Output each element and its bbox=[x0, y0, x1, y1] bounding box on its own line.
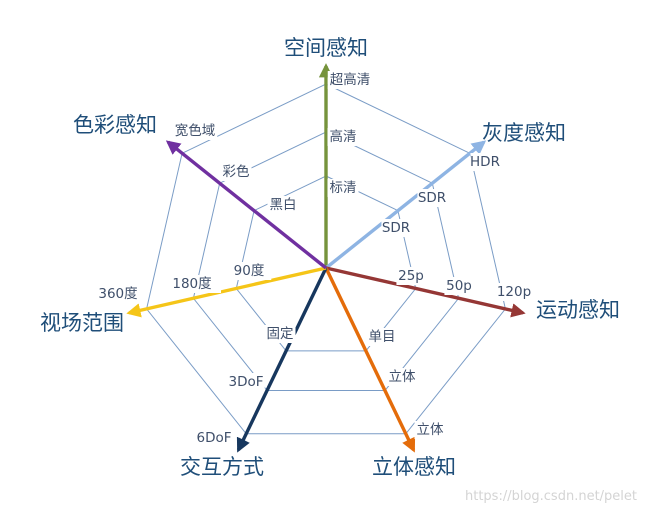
axis-0-tick-1: 标清 bbox=[327, 179, 359, 197]
watermark: https://blog.csdn.net/pelet bbox=[465, 489, 637, 504]
axis-1-title: 灰度感知 bbox=[482, 121, 566, 145]
svg-text:固定: 固定 bbox=[267, 326, 294, 342]
axis-2-arrow bbox=[325, 266, 526, 318]
svg-text:高清: 高清 bbox=[330, 128, 357, 145]
svg-text:25p: 25p bbox=[398, 268, 424, 284]
svg-text:单目: 单目 bbox=[369, 329, 396, 345]
svg-text:标清: 标清 bbox=[330, 180, 357, 196]
axis-1-tick-3: HDR bbox=[470, 153, 500, 171]
axis-6-title: 色彩感知 bbox=[73, 113, 157, 137]
svg-text:立体: 立体 bbox=[389, 369, 416, 385]
svg-text:120p: 120p bbox=[497, 284, 531, 300]
axis-6-tick-3: 宽色域 bbox=[172, 122, 218, 140]
axis-3-arrow bbox=[324, 267, 416, 453]
svg-text:宽色域: 宽色域 bbox=[175, 122, 216, 139]
axis-2-tick-3: 120p bbox=[495, 283, 533, 301]
axis-4-title: 交互方式 bbox=[180, 455, 264, 479]
axis-5-tick-1: 90度 bbox=[226, 262, 272, 280]
axis-3-title: 立体感知 bbox=[372, 455, 456, 479]
axis-5-tick-2: 180度 bbox=[163, 275, 221, 293]
axis-5-arrow bbox=[126, 266, 327, 318]
axis-1-arrow bbox=[324, 140, 487, 270]
axis-4-tick-1: 固定 bbox=[264, 325, 296, 343]
svg-text:黑白: 黑白 bbox=[270, 197, 297, 213]
svg-text:SDR: SDR bbox=[382, 220, 410, 236]
axis-0-title: 空间感知 bbox=[284, 36, 368, 60]
axis-5-title: 视场范围 bbox=[40, 311, 124, 335]
axis-4-arrow bbox=[236, 267, 328, 453]
axis-4-tick-2: 3DoF bbox=[227, 373, 265, 391]
svg-text:HDR: HDR bbox=[470, 154, 500, 170]
axis-2-title: 运动感知 bbox=[536, 298, 620, 322]
axis-6-arrow bbox=[165, 140, 328, 270]
axis-4-tick-3: 6DoF bbox=[195, 429, 233, 447]
svg-text:彩色: 彩色 bbox=[223, 163, 250, 180]
axis-1-tick-2: SDR bbox=[417, 189, 447, 207]
axis-1-tick-1: SDR bbox=[381, 219, 411, 237]
axis-3-tick-3: 立体 bbox=[414, 421, 446, 439]
axis-0-tick-3: 超高清 bbox=[327, 71, 373, 89]
svg-text:立体: 立体 bbox=[417, 422, 444, 438]
grid-ring-3 bbox=[146, 83, 506, 435]
svg-text:90度: 90度 bbox=[234, 263, 265, 279]
axis-3-tick-2: 立体 bbox=[386, 368, 418, 386]
svg-text:SDR: SDR bbox=[418, 190, 446, 206]
axis-6-tick-2: 彩色 bbox=[220, 163, 252, 181]
axis-2-tick-1: 25p bbox=[396, 267, 426, 285]
axis-0-tick-2: 高清 bbox=[327, 128, 359, 146]
axis-6-tick-1: 黑白 bbox=[267, 196, 299, 214]
axis-5-tick-3: 360度 bbox=[89, 285, 147, 303]
svg-text:超高清: 超高清 bbox=[330, 71, 371, 88]
axis-2-tick-2: 50p bbox=[444, 277, 474, 295]
svg-text:3DoF: 3DoF bbox=[228, 374, 263, 390]
axis-arrows bbox=[126, 63, 526, 453]
axis-3-tick-1: 单目 bbox=[366, 328, 398, 346]
svg-text:50p: 50p bbox=[446, 278, 472, 294]
svg-text:180度: 180度 bbox=[172, 276, 211, 292]
svg-text:6DoF: 6DoF bbox=[196, 430, 231, 446]
svg-text:360度: 360度 bbox=[98, 286, 137, 302]
